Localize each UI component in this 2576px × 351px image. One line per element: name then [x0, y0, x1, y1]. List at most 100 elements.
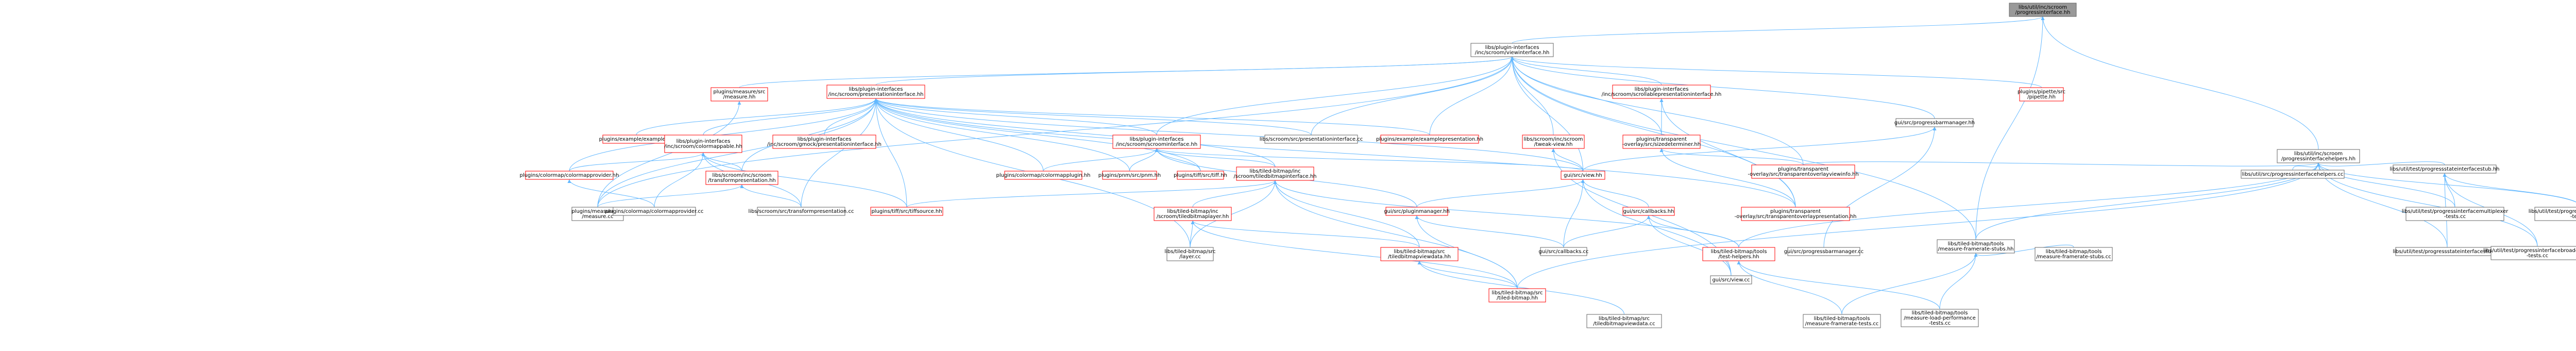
node-libs-tiled-bitmap-tools-test-helpers-hh[interactable]: libs/tiled-bitmap/tools/test-helpers.hh — [1702, 247, 1775, 261]
node-libs-tiled-bitmap-tools-measure-framerate-stubs-cc[interactable]: libs/tiled-bitmap/tools/measure-framerat… — [2035, 247, 2113, 261]
node-box — [826, 85, 925, 99]
node-box — [1177, 171, 1224, 180]
node-plugins-pnm-src-pnm-hh[interactable]: plugins/pnm/src/pnm.hh — [1098, 171, 1161, 180]
node-libs-util-test-progressstateinterfacestub-hh[interactable]: libs/util/test/progressstateinterfacestu… — [2389, 164, 2500, 174]
node-libs-plugin-interfaces-inc-scroom-gmock-presentationinterface-hh[interactable]: libs/plugin-interfaces/inc/scroom/gmock/… — [767, 135, 882, 149]
edge-n23-to-n1 — [1510, 56, 1583, 172]
edge-n12-to-n1 — [1156, 56, 1514, 136]
edge-n29-to-n22 — [1192, 180, 1277, 208]
node-plugins-example-examplepresentation-hh[interactable]: plugins/example/examplepresentation.hh — [1376, 135, 1483, 144]
node-libs-plugin-interfaces-inc-scroom-colormappable-hh[interactable]: libs/plugin-interfaces/inc/scroom/colorm… — [664, 135, 742, 153]
node-label: libs/util/test/progressinterfaceconversi… — [2529, 209, 2576, 214]
node-gui-src-view-hh[interactable]: gui/src/view.hh — [1561, 171, 1605, 180]
node-label: libs/plugin-interfaces — [1635, 87, 1689, 92]
node-box — [1612, 85, 1711, 99]
node-libs-util-src-progressinterfacehelpers-cc[interactable]: libs/util/src/progressinterfacehelpers.c… — [2241, 170, 2345, 179]
node-plugins-colormap-colormapprovider-cc[interactable]: plugins/colormap/colormapprovider.cc — [605, 207, 704, 216]
node-label: /measure-framerate-tests.cc — [1805, 321, 1879, 327]
node-libs-plugin-interfaces-inc-scroom-viewinterface-hh[interactable]: libs/plugin-interfaces/inc/scroom/viewin… — [1470, 43, 1554, 57]
node-label: /transformpresentation.hh — [708, 178, 776, 183]
node-label: /progressinterface.hh — [2015, 10, 2071, 15]
edge-n24-to-n16 — [1659, 148, 1804, 165]
edge-n28-to-n10 — [701, 152, 907, 208]
node-gui-src-progressbarmanager-hh[interactable]: gui/src/progressbarmanager.hh — [1894, 118, 1975, 127]
node-plugins-colormap-colormapplugin-hh[interactable]: plugins/colormap/colormapplugin.hh — [996, 171, 1091, 180]
node-libs-tiled-bitmap-src-tiled-bitmap-hh[interactable]: libs/tiled-bitmap/src/tiled-bitmap.hh — [1488, 288, 1546, 303]
node-gui-src-callbacks-cc[interactable]: gui/src/callbacks.cc — [1538, 247, 1589, 256]
node-libs-plugin-interfaces-inc-scroom-scroominterface-hh[interactable]: libs/plugin-interfaces/inc/scroom/scroom… — [1112, 135, 1201, 149]
node-layer: libs/util/inc/scroom/progressinterface.h… — [520, 3, 2576, 328]
node-libs-plugin-interfaces-inc-scroom-presentationinterface-hh[interactable]: libs/plugin-interfaces/inc/scroom/presen… — [826, 85, 925, 99]
node-label: plugins/tiff/src/tiffsource.hh — [871, 209, 942, 214]
node-box — [2393, 164, 2497, 174]
node-label: gui/src/view.hh — [1564, 173, 1602, 178]
node-libs-tiled-bitmap-src-layer-cc[interactable]: libs/tiled-bitmap/src/layer.cc — [1164, 247, 1216, 261]
node-libs-tiled-bitmap-tools-measure-framerate-tests-cc[interactable]: libs/tiled-bitmap/tools/measure-framerat… — [1803, 314, 1881, 328]
node-gui-src-callbacks-hh[interactable]: gui/src/callbacks.hh — [1622, 207, 1675, 216]
node-label: libs/util/test/progressinterfacemultiple… — [2402, 209, 2509, 214]
node-gui-src-pluginmanager-hh[interactable]: gui/src/pluginmanager.hh — [1384, 207, 1450, 216]
node-box — [1488, 288, 1546, 303]
node-label: /layer.cc — [1179, 254, 1201, 260]
node-libs-tiled-bitmap-src-tiledbitmapviewdata-hh[interactable]: libs/tiled-bitmap/src/tiledbitmapviewdat… — [1380, 247, 1459, 261]
node-plugins-measure-src-measure-hh[interactable]: plugins/measure/src/measure.hh — [710, 87, 768, 102]
node-plugins-pipette-src-pipette-hh[interactable]: plugins/pipette/src/pipette.hh — [2018, 87, 2065, 102]
node-label: plugins/colormap/colormapprovider.hh — [520, 173, 619, 178]
node-label: -tests.cc — [2527, 253, 2548, 259]
node-label: libs/tiled-bitmap/src — [1394, 249, 1445, 255]
node-libs-scroom-src-transformpresentation-cc[interactable]: libs/scroom/src/transformpresentation.cc — [749, 207, 854, 216]
node-label: /measure-framerate-stubs.cc — [2036, 254, 2111, 260]
node-libs-tiled-bitmap-tools-measure-load-performance-tests-cc[interactable]: libs/tiled-bitmap/tools/measure-load-per… — [1901, 309, 1979, 327]
edge-n24-to-n1 — [1510, 56, 1804, 165]
edge-n28-to-n22 — [906, 180, 1277, 208]
node-libs-scroom-src-presentationinterface-cc[interactable]: libs/scroom/src/presentationinterface.cc — [1260, 135, 1363, 144]
node-box — [1622, 135, 1701, 149]
edge-n18-to-n10 — [701, 152, 742, 172]
node-libs-scroom-inc-scroom-tweak-view-hh[interactable]: libs/scroom/inc/scroom/tweak-view.hh — [1522, 135, 1585, 149]
node-box — [1380, 247, 1459, 261]
node-box — [2009, 3, 2077, 17]
edge-n39-to-n30 — [1415, 215, 1518, 289]
node-libs-util-test-progressinterfacemultiplexer-tests-cc[interactable]: libs/util/test/progressinterfacemultiple… — [2402, 207, 2509, 221]
edge-n23-to-n5 — [874, 98, 1583, 172]
node-libs-util-inc-scroom-progressinterface-hh[interactable]: libs/util/inc/scroom/progressinterface.h… — [2009, 3, 2077, 17]
node-label: plugins/example/examplepresentation.hh — [1376, 137, 1483, 142]
node-plugins-tiff-src-tiff-hh[interactable]: plugins/tiff/src/tiff.hh — [1174, 171, 1227, 180]
node-libs-util-test-progressinterfaceconversion-tests-cc[interactable]: libs/util/test/progressinterfaceconversi… — [2529, 207, 2576, 221]
edge-n34-to-n30 — [1415, 215, 1564, 248]
node-libs-scroom-inc-scroom-transformpresentation-hh[interactable]: libs/scroom/inc/scroom/transformpresenta… — [705, 171, 778, 185]
node-box — [1901, 309, 1979, 327]
node-gui-src-progressbarmanager-cc[interactable]: gui/src/progressbarmanager.cc — [1784, 247, 1864, 256]
node-label: /tweak-view.hh — [1534, 142, 1573, 147]
node-plugins-transparent-overlay-src-transparentoverlaypresentation-hh[interactable]: plugins/transparent-overlay/src/transpar… — [1734, 207, 1857, 221]
edge-n21-to-n5 — [874, 98, 1201, 172]
node-gui-src-view-cc[interactable]: gui/src/view.cc — [1710, 275, 1752, 285]
node-plugins-example-example-hh[interactable]: plugins/example/example.hh — [599, 135, 674, 144]
node-plugins-colormap-colormapprovider-hh[interactable]: plugins/colormap/colormapprovider.hh — [520, 171, 619, 180]
edge-n39-to-n2 — [1517, 162, 2320, 289]
node-libs-tiled-bitmap-inc-scroom-tiledbitmapinterface-hh[interactable]: libs/tiled-bitmap/inc/scroom/tiledbitmap… — [1233, 166, 1317, 181]
node-plugins-transparent-overlay-src-transparentoverlayviewinfo-hh[interactable]: plugins/transparent-overlay/src/transpar… — [1748, 164, 1859, 179]
edge-n36-to-n2 — [1738, 162, 2320, 248]
node-libs-util-inc-scroom-progressinterfacehelpers-hh[interactable]: libs/util/inc/scroom/progressinterfacehe… — [2277, 149, 2360, 163]
node-box — [710, 87, 768, 102]
node-box — [1702, 247, 1775, 261]
edge-n22-to-n5 — [874, 98, 1276, 168]
edge-n3-to-n1 — [1510, 56, 1976, 240]
edge-n6-to-n1 — [1510, 56, 1662, 86]
node-label: gui/src/callbacks.cc — [1538, 249, 1588, 255]
node-label: plugins/transparent — [1770, 209, 1821, 214]
node-libs-tiled-bitmap-inc-scroom-tiledbitmaplayer-hh[interactable]: libs/tiled-bitmap/inc/scroom/tiledbitmap… — [1154, 207, 1232, 221]
node-libs-tiled-bitmap-tools-measure-framerate-stubs-hh[interactable]: libs/tiled-bitmap/tools/measure-framerat… — [1937, 239, 2015, 254]
node-box — [1470, 43, 1554, 57]
node-plugins-transparent-overlay-src-sizedeterminer-hh[interactable]: plugins/transparent-overlay/src/sizedete… — [1622, 135, 1701, 149]
node-label: /inc/scroom/presentationinterface.hh — [828, 92, 923, 97]
node-libs-util-test-progressinterfacebroadcaster-tests-cc[interactable]: libs/util/test/progressinterfacebroadcas… — [2483, 246, 2576, 260]
node-libs-tiled-bitmap-src-tiledbitmapviewdata-cc[interactable]: libs/tiled-bitmap/src/tiledbitmapviewdat… — [1586, 314, 1662, 328]
node-libs-plugin-interfaces-inc-scroom-scrollablepresentationinterface-hh[interactable]: libs/plugin-interfaces/inc/scroom/scroll… — [1602, 85, 1722, 99]
node-label: gui/src/progressbarmanager.cc — [1784, 249, 1864, 255]
edge-n9-to-n5 — [636, 98, 878, 136]
edge-n36-to-n31 — [1647, 215, 1739, 248]
edge-n28-to-n5 — [874, 98, 907, 208]
node-plugins-tiff-src-tiffsource-hh[interactable]: plugins/tiff/src/tiffsource.hh — [870, 207, 943, 216]
